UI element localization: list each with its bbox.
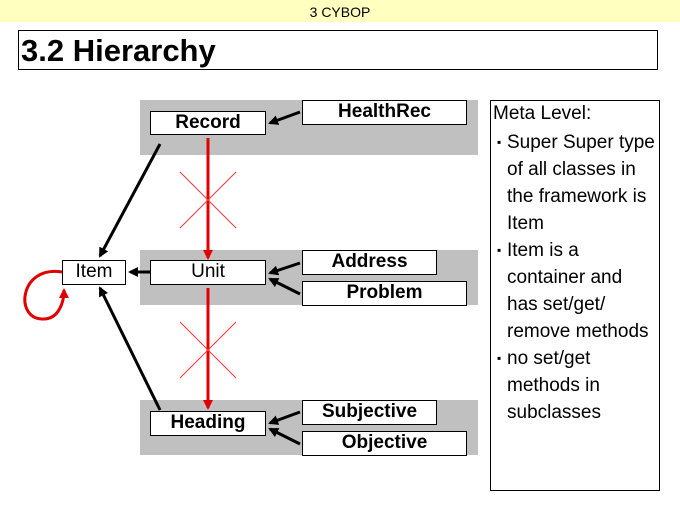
bullet-icon: ▪ [497,351,502,365]
page-title: 3.2 Hierarchy [21,33,216,68]
section-label: 3 CYBOP [309,4,371,20]
meta-level-box: Meta Level: ▪ Super Super type of all cl… [490,100,660,491]
meta-bullet-text: no set/get methods in subclasses [507,348,601,423]
bullet-icon: ▪ [497,243,502,257]
section-header: 3 CYBOP [0,0,680,22]
healthrec-node: HealthRec [302,100,467,125]
objective-to-heading-arrow [268,427,301,446]
meta-bullet-list: ▪ Super Super type of all classes in the… [493,129,657,426]
record-node: Record [150,111,266,135]
meta-bullet-text: Super Super type of all classes in the f… [507,132,655,234]
meta-bullet-text: Item is a container and has set/get/ rem… [507,240,649,342]
meta-bullet-item: ▪ Super Super type of all classes in the… [493,129,657,237]
title-box: 3.2 Hierarchy [18,30,658,70]
heading-node: Heading [150,411,266,436]
heading-to-item-arrow [98,286,162,411]
meta-bullet-item: ▪ Item is a container and has set/get/ r… [493,237,657,345]
item-self-loop [23,269,69,321]
meta-title: Meta Level: [493,103,592,124]
address-to-unit-arrow [268,261,301,276]
unit-node: Unit [150,260,266,285]
subjective-to-heading-arrow [268,410,301,425]
healthrec-to-record-arrow [268,110,301,125]
address-node: Address [302,250,437,275]
bullet-icon: ▪ [497,135,502,149]
cross-1b [179,171,237,229]
objective-node: Objective [302,431,467,456]
record-to-item-arrow [98,143,162,258]
item-node: Item [62,260,126,285]
cross-2b [179,321,237,379]
problem-to-unit-arrow [268,277,301,296]
subjective-node: Subjective [302,400,437,425]
problem-node: Problem [302,281,467,306]
meta-bullet-item: ▪ no set/get methods in subclasses [493,345,657,426]
